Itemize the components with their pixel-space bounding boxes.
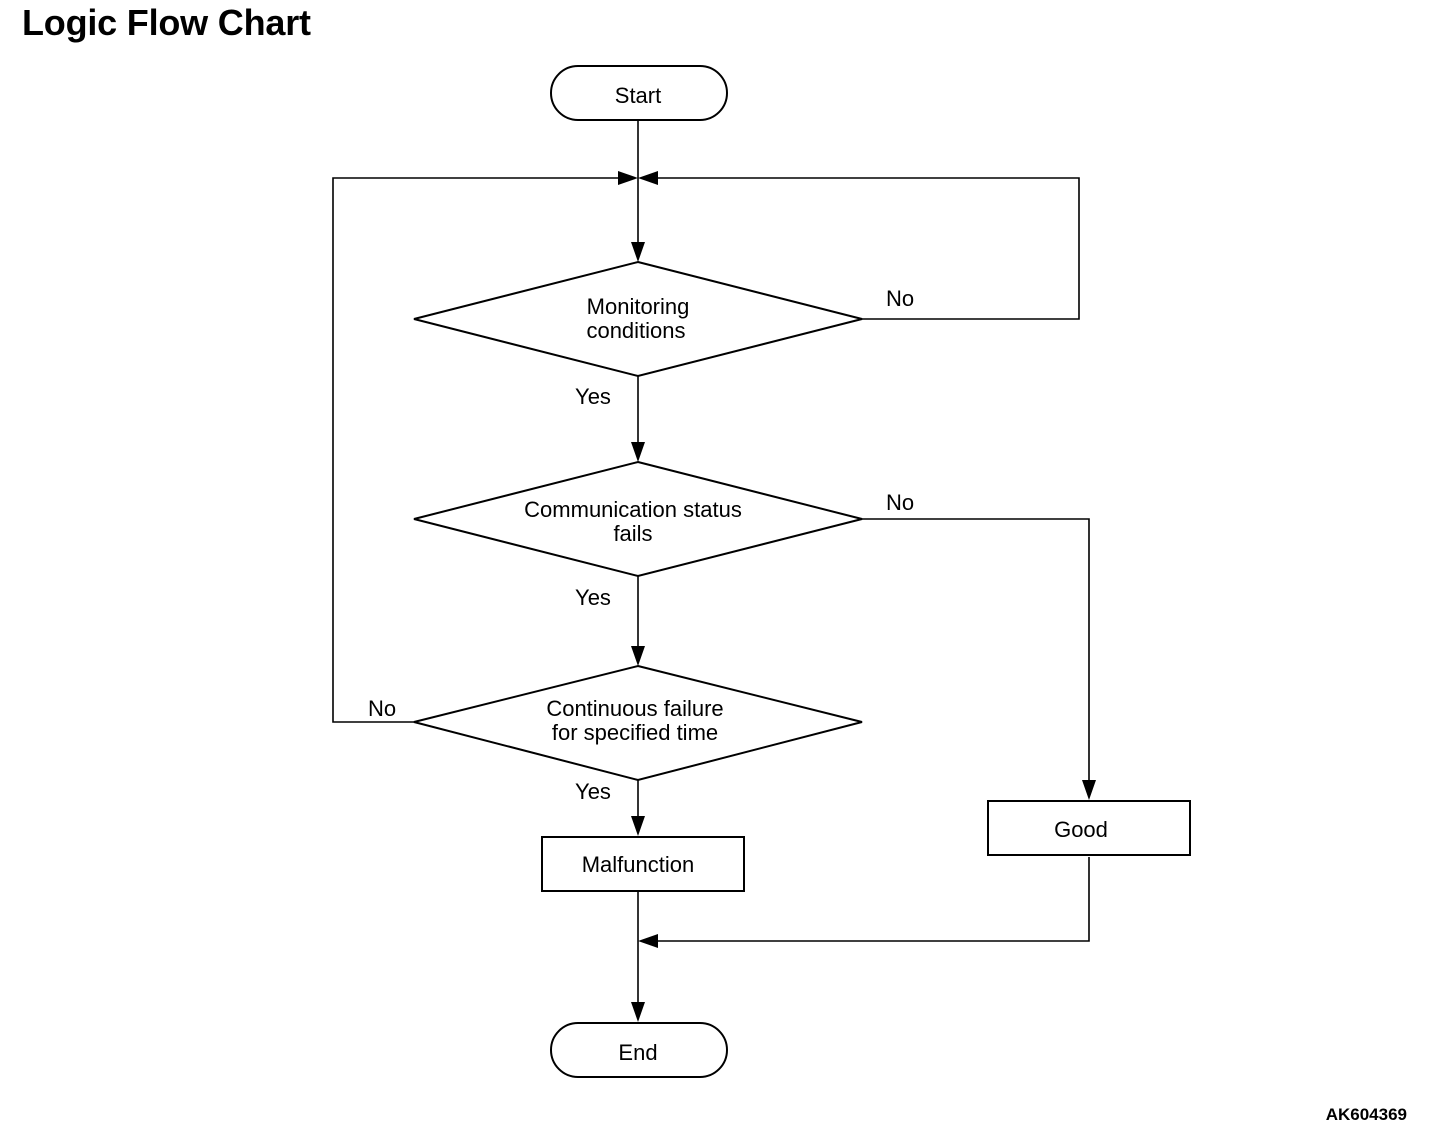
arrowheads xyxy=(618,171,1096,1022)
arrowhead-into-comm-status xyxy=(631,442,645,462)
label-comm-yes: Yes xyxy=(575,585,611,610)
arrowhead-loop-right xyxy=(638,171,658,185)
node-malfunction-label: Malfunction xyxy=(582,852,695,877)
label-monitoring-yes: Yes xyxy=(575,384,611,409)
node-monitoring-label-line2: conditions xyxy=(586,318,685,343)
arrowhead-into-monitoring xyxy=(631,242,645,262)
node-good: Good xyxy=(987,800,1191,856)
node-monitoring-conditions: Monitoring conditions xyxy=(413,260,863,378)
node-start-label: Start xyxy=(615,83,661,108)
edge-comm-no xyxy=(862,518,1090,786)
label-monitoring-no: No xyxy=(886,286,914,311)
node-comm-label-line2: fails xyxy=(613,521,652,546)
edge-monitoring-no xyxy=(656,177,1080,320)
arrowhead-loop-left xyxy=(618,171,638,185)
arrowhead-into-good xyxy=(1082,780,1096,800)
figure-id: AK604369 xyxy=(1325,1105,1407,1124)
node-comm-label-line1: Communication status xyxy=(524,497,742,522)
node-end: End xyxy=(550,1022,728,1078)
node-start: Start xyxy=(550,65,728,121)
node-monitoring-label-line1: Monitoring xyxy=(587,294,690,319)
edge-good-to-end xyxy=(656,857,1090,942)
label-continuous-yes: Yes xyxy=(575,779,611,804)
arrowhead-merge-end xyxy=(638,934,658,948)
edge-labels: No Yes No Yes No Yes xyxy=(368,286,914,804)
node-continuous-failure: Continuous failure for specified time xyxy=(413,664,863,782)
label-comm-no: No xyxy=(886,490,914,515)
arrowhead-into-continuous xyxy=(631,646,645,666)
connectors xyxy=(332,121,1090,1008)
node-continuous-label-line1: Continuous failure xyxy=(546,696,723,721)
label-continuous-no: No xyxy=(368,696,396,721)
node-good-label: Good xyxy=(1054,817,1108,842)
edge-continuous-no xyxy=(332,177,620,723)
arrowhead-into-end xyxy=(631,1002,645,1022)
node-continuous-label-line2: for specified time xyxy=(552,720,718,745)
node-communication-status: Communication status fails xyxy=(413,460,863,578)
node-end-label: End xyxy=(618,1040,657,1065)
node-malfunction: Malfunction xyxy=(541,836,745,892)
chart-title: Logic Flow Chart xyxy=(22,2,311,43)
arrowhead-into-malfunction xyxy=(631,816,645,836)
